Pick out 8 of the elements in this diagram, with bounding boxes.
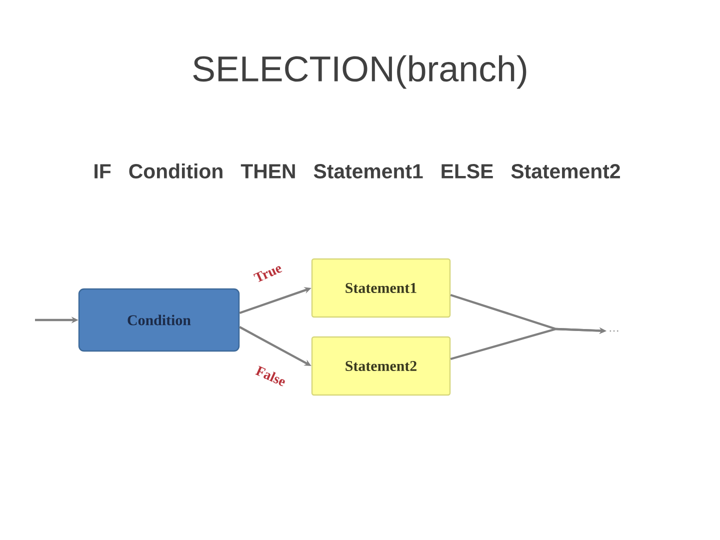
heading: SELECTION(branch) [193, 55, 526, 89]
edge-label: False [255, 366, 285, 386]
statement-box: Statement1 [311, 258, 451, 318]
continuation-dots: ... [610, 330, 618, 332]
statement-line: IF Condition THEN Statement1 ELSE Statement2 [94, 164, 620, 178]
edge-label: True [253, 266, 282, 282]
process-box: Condition [78, 288, 240, 352]
statement-box: Statement2 [311, 336, 451, 396]
